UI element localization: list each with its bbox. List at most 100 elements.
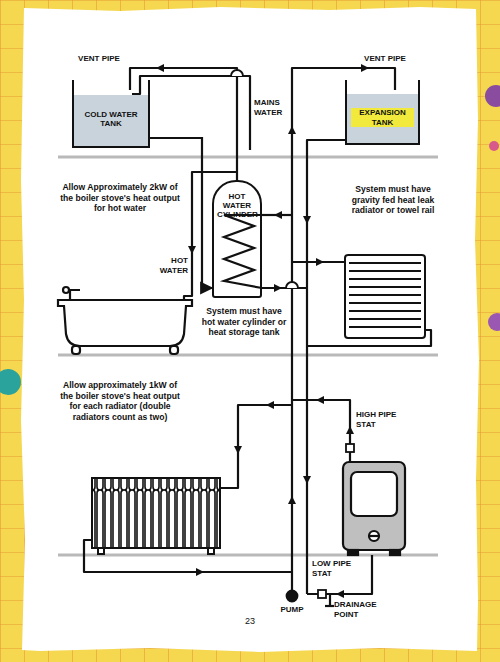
pump-symbol (287, 591, 298, 602)
rail-bar (349, 318, 421, 320)
label-text: VENT PIPE (364, 54, 406, 63)
rail-bar (349, 294, 421, 296)
pipe-stat (318, 590, 326, 598)
note-text: Allow Approximately 2kW of the boiler st… (57, 182, 183, 214)
page-number: 23 (225, 616, 275, 627)
boiler-stove (351, 472, 397, 516)
flow-arrow (316, 396, 324, 404)
flow-arrow (316, 258, 324, 266)
part-label: HIGH PIPE STAT (356, 410, 400, 429)
flow-arrow (361, 64, 369, 72)
pipe-work (262, 287, 307, 289)
part-label: LOW PIPE STAT (312, 559, 352, 578)
flow-arrow (196, 568, 204, 576)
boiler-stove (348, 550, 358, 555)
rail-bar (349, 270, 421, 272)
notebook-ground (489, 141, 499, 151)
pump-symbol (287, 591, 298, 602)
bath-illustration (58, 300, 192, 346)
floor-line (58, 156, 438, 159)
rail-bar (349, 262, 421, 264)
pipe-hop (231, 70, 243, 76)
flow-arrow (274, 284, 282, 292)
part-label: DRAINAGE POINT (334, 600, 396, 619)
node-text: HOT WATER CYLINDER (217, 192, 257, 220)
label-text: HOT WATER (160, 256, 188, 275)
part-label: HOT WATER (148, 256, 188, 275)
flow-arrow (274, 211, 282, 219)
label-text: 23 (245, 616, 255, 626)
bath-illustration (170, 346, 178, 354)
bath-illustration (63, 287, 69, 293)
radiator (92, 478, 220, 554)
flow-arrow (288, 126, 296, 134)
label-text: Allow Approximately 2kW of the boiler st… (60, 182, 180, 213)
radiator (208, 548, 214, 554)
bath-illustration (58, 287, 192, 354)
flow-arrow (346, 426, 354, 434)
boiler-stove (390, 550, 400, 555)
part-label: VENT PIPE (352, 54, 418, 64)
part-label: PUMP (270, 605, 314, 615)
pipe-work (307, 140, 345, 594)
bath-illustration (70, 290, 80, 300)
pipe-stat (346, 444, 354, 452)
flow-arrow (188, 246, 196, 254)
note-text: System must have gravity fed heat leak r… (344, 184, 442, 216)
boiler-stove (343, 462, 405, 550)
part-label: MAINS WATER (254, 98, 291, 117)
label-text: LOW PIPE STAT (312, 559, 351, 578)
label-text: MAINS WATER (254, 98, 282, 117)
notebook-ground (488, 313, 500, 331)
note-text: System must have hot water cylinder or h… (199, 306, 289, 338)
boiler-stove (370, 535, 378, 537)
hot-water-cylinder: HOT WATER CYLINDER (212, 180, 262, 298)
rail-bar (349, 278, 421, 280)
bath-illustration (72, 346, 80, 354)
pipe-connector (150, 138, 212, 288)
flow-arrow (336, 590, 344, 598)
radiator (98, 548, 104, 554)
flow-arrow (303, 216, 311, 224)
rail-bar (349, 286, 421, 288)
towel-rail (345, 255, 425, 338)
rail-bar (349, 302, 421, 304)
floor-line (58, 354, 438, 357)
floor-line (58, 157, 438, 555)
flow-arrow (266, 401, 274, 409)
label-text: System must have hot water cylinder or h… (202, 306, 287, 337)
label-text: PUMP (280, 605, 303, 614)
notebook-ground (0, 369, 21, 395)
pipe-hop (286, 282, 298, 288)
flow-arrow (303, 476, 311, 484)
towel-rail (349, 263, 421, 327)
label-text: DRAINAGE POINT (334, 600, 377, 619)
cold-water-tank: COLD WATER TANK (72, 80, 150, 148)
towel-rail (345, 255, 425, 338)
pipe-work (220, 405, 292, 488)
flow-arrow (234, 446, 242, 454)
label-text: HIGH PIPE STAT (356, 410, 396, 429)
boiler-stove (343, 462, 405, 555)
label-text: VENT PIPE (78, 54, 120, 63)
floor-line (58, 554, 438, 557)
pipe-work (292, 400, 350, 462)
radiator (92, 478, 220, 548)
flow-arrow (156, 64, 164, 72)
notebook-ground (485, 85, 500, 107)
rail-bar (349, 326, 421, 328)
coil (224, 215, 262, 288)
coil (224, 215, 262, 288)
pipe-work (329, 594, 331, 606)
pipe-hop (231, 70, 298, 288)
notebook-ground (21, 7, 479, 652)
rail-bar (349, 310, 421, 312)
flow-arrow (288, 496, 296, 504)
pipe-work (307, 555, 372, 594)
part-label: VENT PIPE (66, 54, 132, 64)
expansion-tank: EXPANSION TANK (345, 80, 420, 145)
label-text: System must have gravity fed heat leak r… (352, 184, 435, 215)
